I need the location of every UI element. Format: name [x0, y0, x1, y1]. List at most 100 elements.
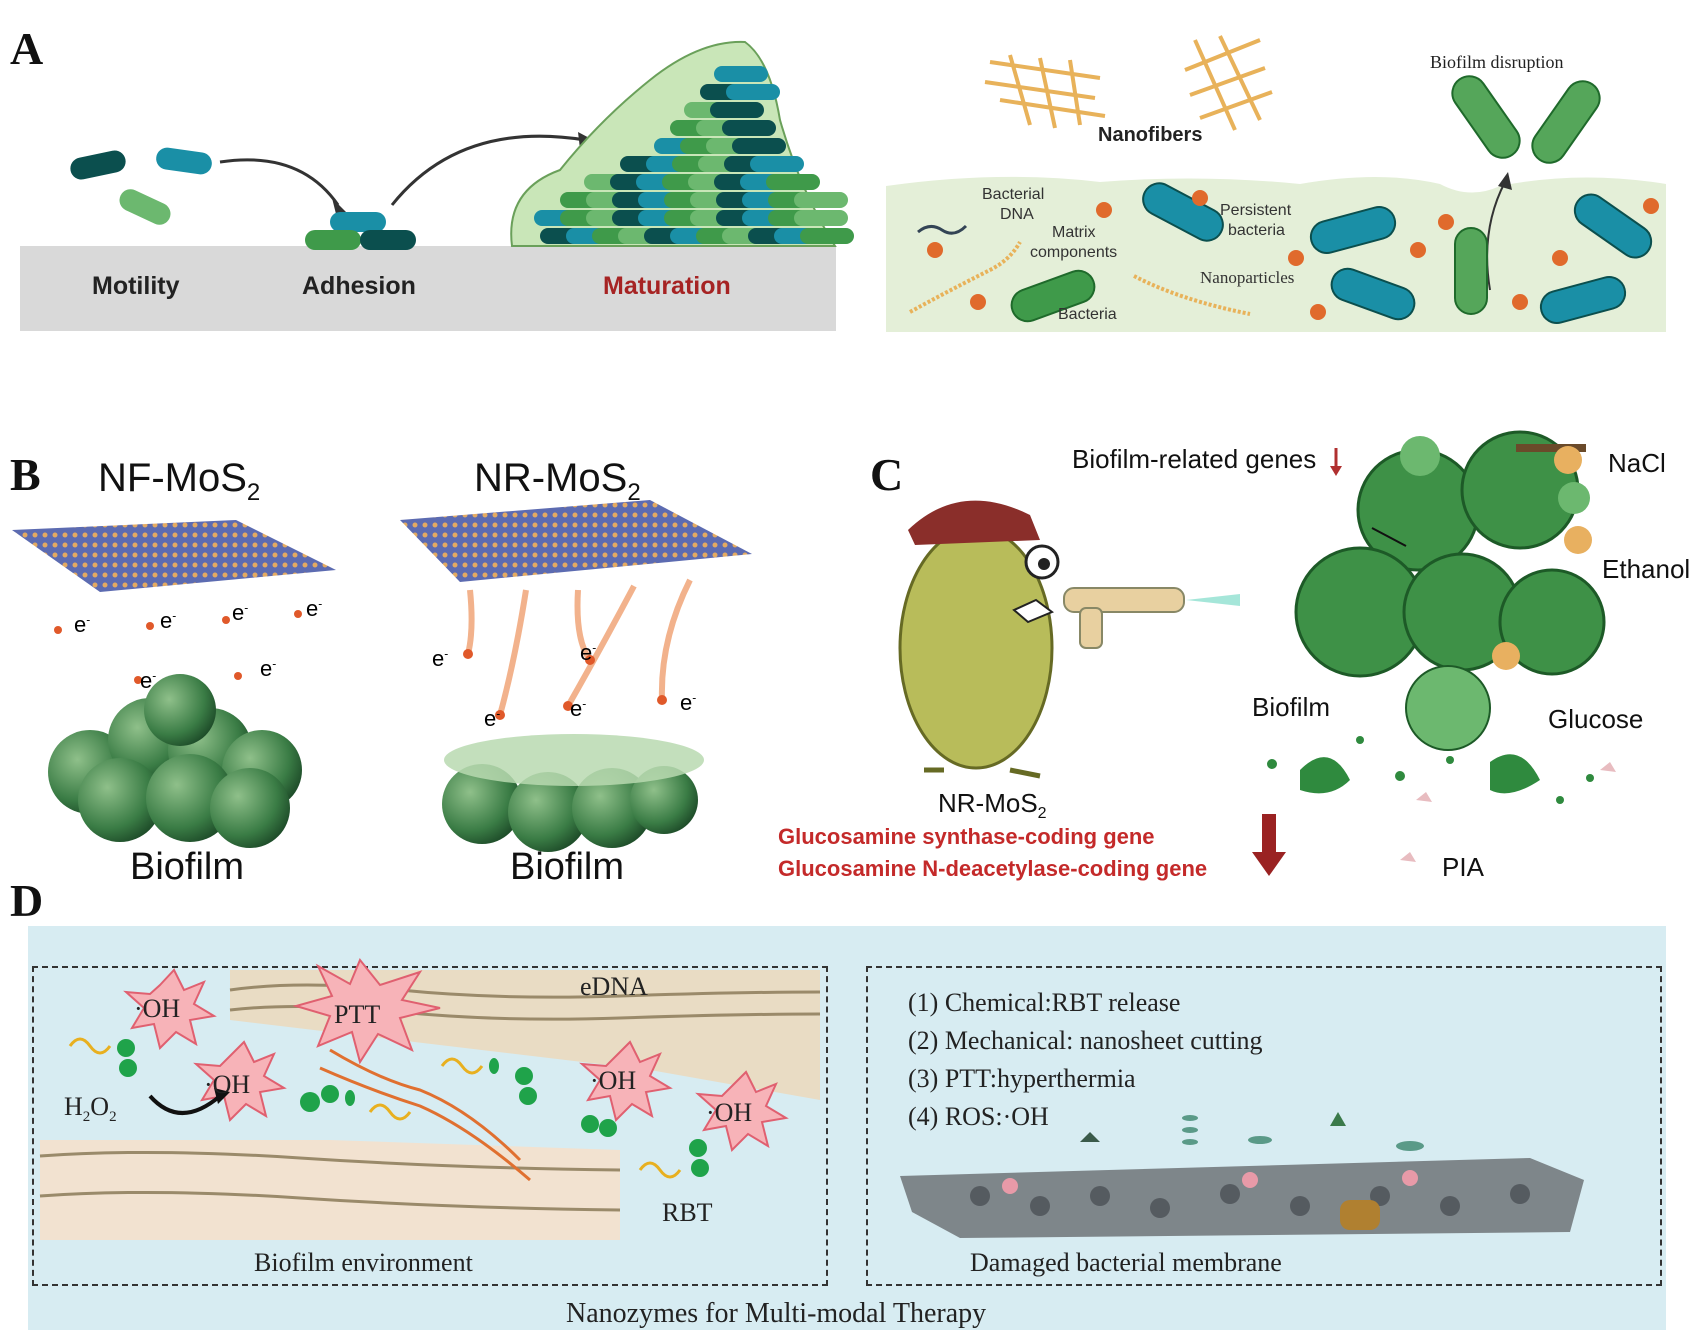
label-oh-3: ·OH [590, 1066, 637, 1095]
rod-bacterium [794, 210, 848, 226]
label-nr-mos2-c: NR-MoS2 [938, 788, 1047, 823]
label-biofilm-genes: Biofilm-related genes [1072, 444, 1317, 474]
stage-adhesion: Adhesion [302, 272, 416, 300]
panel-label-c: C [870, 449, 904, 500]
label-glucose: Glucose [1548, 704, 1644, 734]
electron-label: e- [260, 656, 277, 681]
panel-d-footer: Nanozymes for Multi-modal Therapy [566, 1298, 987, 1329]
label-edna: eDNA [580, 972, 648, 1001]
rod-bacterium [305, 230, 361, 250]
surface [20, 246, 836, 331]
downregulation-arrow [1262, 814, 1276, 854]
electron-label: e- [160, 608, 177, 633]
membrane-sheet [900, 1158, 1584, 1238]
label-nanoparticles: Nanoparticles [1200, 268, 1295, 287]
rod-bacterium [360, 230, 416, 250]
panel-d-left-box [32, 966, 828, 1286]
panel-d-right-box [866, 966, 1662, 1286]
rod-bacterium [732, 138, 786, 154]
disrupted-bacteria [1451, 75, 1601, 164]
electron-label: e- [306, 596, 323, 621]
nr-mos2-c-subscript: 2 [1037, 805, 1047, 823]
rod-bacterium [766, 174, 820, 190]
rod-bacterium [726, 84, 780, 100]
label-pia: PIA [1442, 852, 1484, 882]
label-h2o2: H2O2 [64, 1092, 117, 1126]
arrow [219, 158, 340, 206]
nr-mos2-subscript: 2 [627, 479, 641, 506]
electron-label: e- [74, 612, 91, 637]
therapy-item-3: (3) PTT:hyperthermia [908, 1064, 1136, 1093]
ptt-burst [292, 958, 441, 1065]
rod-bacterium [800, 228, 854, 244]
panel-label-b: B [10, 449, 41, 500]
mascot-cap [908, 500, 1040, 545]
electron-label: e- [570, 696, 587, 721]
nr-mos2-title: NR-MoS2 [474, 456, 641, 507]
rod-bacterium [722, 120, 776, 136]
nf-mos2-title: NF-MoS2 [98, 456, 260, 507]
label-bacterial-dna-1: Bacterial [982, 186, 1045, 203]
nanofiber-mesh [984, 35, 1273, 131]
therapy-item-2: (2) Mechanical: nanosheet cutting [908, 1026, 1263, 1055]
label-matrix-1: Matrix [1052, 224, 1096, 241]
label-biofilm-c: Biofilm [1252, 692, 1331, 722]
label-biofilm-disruption: Biofilm disruption [1430, 52, 1564, 72]
label-nacl: NaCl [1608, 448, 1666, 478]
electron-label: e- [432, 646, 449, 671]
nf-mos2-subscript: 2 [246, 479, 261, 506]
label-bacteria: Bacteria [1058, 306, 1117, 323]
rod-bacterium [714, 66, 768, 82]
label-damaged-membrane: Damaged bacterial membrane [970, 1248, 1282, 1277]
electron-label: e- [580, 640, 597, 665]
label-oh-4: ·OH [706, 1098, 753, 1127]
rod-bacterium [330, 212, 386, 232]
therapy-item-4: (4) ROS:·OH [908, 1102, 1049, 1131]
nr-mos2-c-text: NR-MoS [938, 788, 1038, 818]
electron-label: e- [484, 706, 501, 731]
electron-label: e- [680, 690, 697, 715]
label-biofilm-environment: Biofilm environment [254, 1248, 473, 1277]
nr-biofilm-label: Biofilm [510, 846, 625, 888]
label-nanofibers: Nanofibers [1098, 124, 1203, 146]
panel-label-a: A [10, 23, 44, 74]
label-bacterial-dna-2: DNA [1000, 206, 1034, 223]
rod-bacterium [750, 156, 804, 172]
nf-biofilm-cluster [48, 674, 302, 848]
electron-label: e- [232, 600, 249, 625]
rod-bacterium [794, 192, 848, 208]
nr-mos2-sheet [400, 500, 752, 582]
label-oh-2: ·OH [204, 1070, 251, 1099]
nf-biofilm-label: Biofilm [130, 846, 245, 888]
rod-bacterium [156, 147, 212, 175]
panel-label-d: D [10, 875, 44, 926]
rod-bacterium [70, 150, 126, 180]
rod-bacterium [119, 189, 171, 225]
stage-motility: Motility [92, 272, 180, 300]
gun [1063, 587, 1185, 613]
label-ptt: PTT [334, 1000, 381, 1029]
label-rbt: RBT [662, 1198, 713, 1227]
nr-biofilm-cluster [442, 734, 704, 852]
nf-mos2-text: NF-MoS [98, 456, 247, 500]
label-gene-1: Glucosamine synthase-coding gene [778, 824, 1155, 849]
therapy-list: (1) Chemical:RBT release (2) Mechanical:… [908, 984, 1262, 1136]
label-persistent-1: Persistent [1220, 202, 1292, 219]
rod-bacterium [710, 102, 764, 118]
label-oh-1: ·OH [134, 994, 181, 1023]
arrow [390, 134, 586, 206]
nanoparticle-dots [927, 190, 1659, 320]
biofilm-cells [1294, 430, 1606, 751]
nr-mos2-text: NR-MoS [474, 456, 628, 500]
electron-label: e- [140, 668, 157, 693]
nf-mos2-sheet [12, 520, 336, 592]
genes-pointer [1371, 527, 1407, 547]
matrix-band-bottom [40, 1140, 620, 1240]
stage-maturation: Maturation [603, 272, 731, 300]
